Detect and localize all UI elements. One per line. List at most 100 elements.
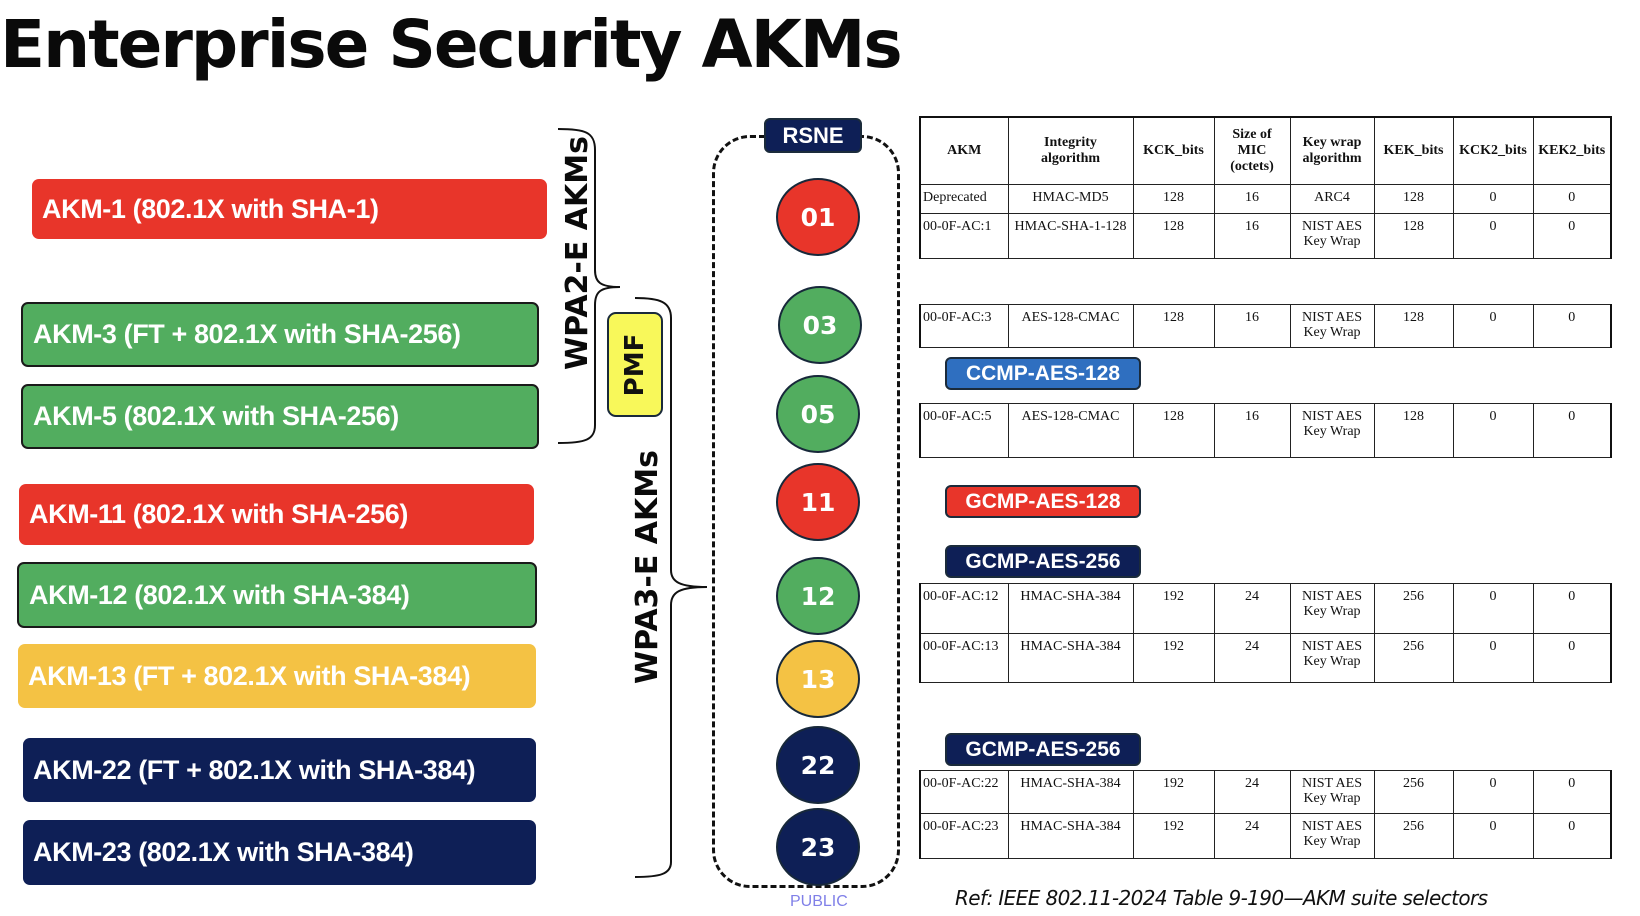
akm-selector-01: 01 xyxy=(776,178,860,256)
akm-box-11: AKM-11 (802.1X with SHA-256) xyxy=(19,484,534,545)
table-cell: 0 xyxy=(1452,583,1534,634)
table-cell: 16 xyxy=(1213,183,1291,214)
table-cell: 256 xyxy=(1373,633,1454,683)
table-cell: 192 xyxy=(1132,633,1215,683)
table-cell: 24 xyxy=(1213,813,1291,859)
column-header-line: KCK_bits xyxy=(1143,142,1204,158)
table-cell: 00-0F-AC:12 xyxy=(919,583,1009,634)
table-cell: 0 xyxy=(1532,770,1612,814)
table-cell: HMAC-SHA-1-128 xyxy=(1007,212,1134,259)
table-cell: 0 xyxy=(1452,770,1534,814)
column-header-line: (octets) xyxy=(1230,158,1274,174)
table-cell: 128 xyxy=(1373,212,1454,259)
table-cell: ARC4 xyxy=(1289,183,1375,214)
column-header: KEK_bits xyxy=(1373,116,1454,185)
table-cell: HMAC-SHA-384 xyxy=(1007,583,1134,634)
table-cell: 00-0F-AC:1 xyxy=(919,212,1009,259)
akm-selector-23: 23 xyxy=(776,808,860,886)
table-cell: 16 xyxy=(1213,403,1291,458)
column-header-line: Size of xyxy=(1232,126,1272,142)
column-header-line: algorithm xyxy=(1302,150,1362,166)
cipher-badge-gcmp-256: GCMP-AES-256 xyxy=(945,545,1141,578)
page-title: Enterprise Security AKMs xyxy=(0,6,903,83)
column-header: KCK2_bits xyxy=(1452,116,1534,185)
akm-selector-22: 22 xyxy=(776,726,860,804)
column-header-line: KCK2_bits xyxy=(1459,142,1527,158)
akm-selector-05: 05 xyxy=(776,375,860,453)
column-header-line: KEK2_bits xyxy=(1538,142,1606,158)
table-cell: 0 xyxy=(1452,633,1534,683)
table-cell: Deprecated xyxy=(919,183,1009,214)
table-cell: 0 xyxy=(1532,183,1612,214)
table-cell: 192 xyxy=(1132,770,1215,814)
table-cell: 128 xyxy=(1373,183,1454,214)
akm-selector-03: 03 xyxy=(778,286,862,364)
table-cell: 128 xyxy=(1132,403,1215,458)
table-cell: 128 xyxy=(1132,183,1215,214)
column-header-line: AKM xyxy=(947,142,982,158)
akm-box-13: AKM-13 (FT + 802.1X with SHA-384) xyxy=(18,644,536,708)
akm-box-23: AKM-23 (802.1X with SHA-384) xyxy=(23,820,536,885)
column-header-line: KEK_bits xyxy=(1383,142,1444,158)
table-cell: 192 xyxy=(1132,583,1215,634)
table-cell: 00-0F-AC:13 xyxy=(919,633,1009,683)
cipher-badge-gcmp-128: GCMP-AES-128 xyxy=(945,485,1141,518)
akm-box-3: AKM-3 (FT + 802.1X with SHA-256) xyxy=(21,302,539,367)
table-cell: 256 xyxy=(1373,770,1454,814)
reference-note: Ref: IEEE 802.11-2024 Table 9-190—AKM su… xyxy=(955,886,1488,910)
table-cell: 192 xyxy=(1132,813,1215,859)
rsne-badge: RSNE xyxy=(764,118,862,153)
akm-selector-12: 12 xyxy=(776,557,860,635)
column-header: KEK2_bits xyxy=(1532,116,1612,185)
public-label: PUBLIC xyxy=(790,893,848,910)
table-cell: 0 xyxy=(1532,212,1612,259)
table-cell: 256 xyxy=(1373,583,1454,634)
column-header-line: algorithm xyxy=(1040,150,1101,166)
table-cell: 16 xyxy=(1213,304,1291,348)
column-header-line: Integrity xyxy=(1044,134,1097,150)
cipher-badge-ccmp-128: CCMP-AES-128 xyxy=(945,357,1141,390)
wpa2-brace xyxy=(557,128,621,444)
column-header: KCK_bits xyxy=(1132,116,1215,185)
akm-box-22: AKM-22 (FT + 802.1X with SHA-384) xyxy=(23,738,536,802)
table-cell: 00-0F-AC:22 xyxy=(919,770,1009,814)
table-cell: 00-0F-AC:3 xyxy=(919,304,1009,348)
table-cell: NIST AES Key Wrap xyxy=(1289,403,1375,458)
table-cell: 0 xyxy=(1452,403,1534,458)
table-cell: NIST AES Key Wrap xyxy=(1289,770,1375,814)
akm-selector-11: 11 xyxy=(776,463,860,541)
table-cell: 0 xyxy=(1452,183,1534,214)
table-cell: 256 xyxy=(1373,813,1454,859)
table-cell: AES-128-CMAC xyxy=(1007,304,1134,348)
table-cell: HMAC-SHA-384 xyxy=(1007,633,1134,683)
table-cell: 24 xyxy=(1213,633,1291,683)
akm-box-1: AKM-1 (802.1X with SHA-1) xyxy=(32,179,547,239)
table-cell: 24 xyxy=(1213,583,1291,634)
table-cell: NIST AES Key Wrap xyxy=(1289,633,1375,683)
table-cell: 0 xyxy=(1532,583,1612,634)
table-cell: 128 xyxy=(1132,212,1215,259)
pmf-badge: PMF xyxy=(607,312,663,417)
akm-box-5: AKM-5 (802.1X with SHA-256) xyxy=(21,384,539,449)
akm-selector-13: 13 xyxy=(776,640,860,718)
table-cell: NIST AES Key Wrap xyxy=(1289,212,1375,259)
pmf-label: PMF xyxy=(620,333,650,396)
column-header-line: Key wrap xyxy=(1302,134,1362,150)
cipher-badge-gcmp-256: GCMP-AES-256 xyxy=(945,733,1141,766)
table-cell: 0 xyxy=(1532,813,1612,859)
table-cell: 128 xyxy=(1373,403,1454,458)
